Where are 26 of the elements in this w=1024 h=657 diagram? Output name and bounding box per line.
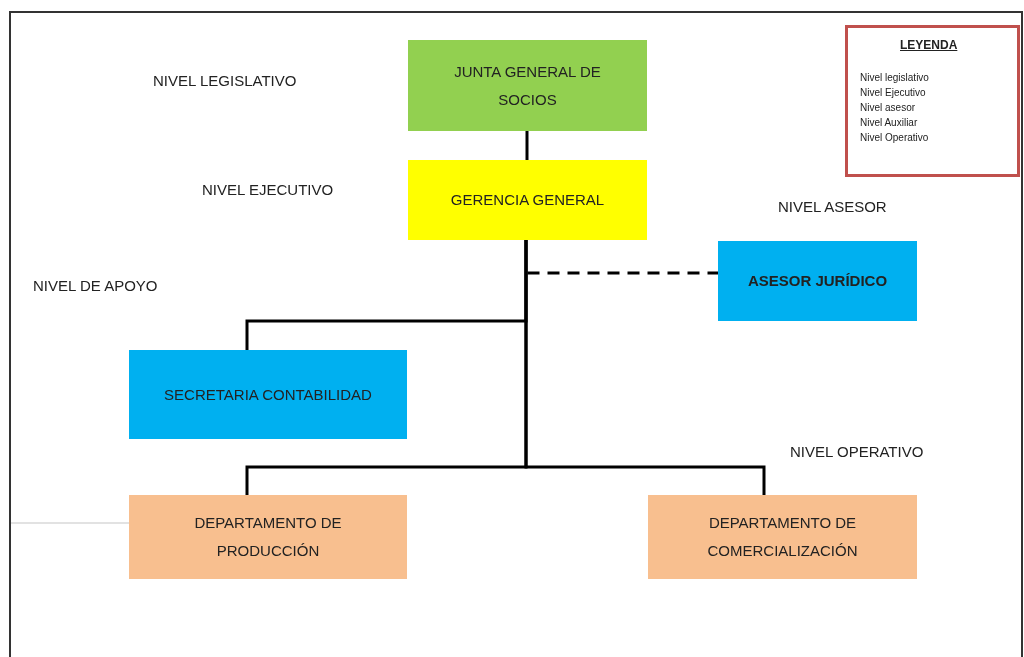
legend-entry: Nivel Operativo xyxy=(860,132,929,144)
level-label: NIVEL LEGISLATIVO xyxy=(153,72,297,89)
org-connector xyxy=(525,131,529,160)
org-box xyxy=(718,241,917,321)
org-connector xyxy=(524,240,766,495)
org-box xyxy=(129,495,407,579)
legend-title: LEYENDA xyxy=(900,38,958,52)
box-title: DEPARTAMENTO DE COMERCIALIZACIÓN xyxy=(706,513,859,561)
box-title: SECRETARIA CONTABILIDAD xyxy=(164,384,372,405)
level-label: NIVEL DE APOYO xyxy=(33,277,158,294)
org-box xyxy=(648,495,917,579)
box-title: GERENCIA GENERAL xyxy=(450,190,605,210)
box-title: DEPARTAMENTO DE PRODUCCIÓN xyxy=(193,513,343,561)
legend-entry: Nivel legislativo xyxy=(860,72,929,84)
level-label: NIVEL OPERATIVO xyxy=(790,443,924,460)
org-connector xyxy=(527,271,718,275)
level-label: NIVEL ASESOR xyxy=(778,198,887,215)
box-title: ASESOR JURÍDICO xyxy=(747,271,888,291)
legend-entry: Nivel Ejecutivo xyxy=(860,87,926,99)
org-box xyxy=(129,350,407,439)
box-title: JUNTA GENERAL DE SOCIOS xyxy=(453,61,602,110)
legend-entry: Nivel Auxiliar xyxy=(860,117,918,129)
legend-entry: Nivel asesor xyxy=(860,102,916,114)
level-label: NIVEL EJECUTIVO xyxy=(202,181,334,198)
org-box xyxy=(408,40,647,131)
org-box xyxy=(408,160,647,240)
